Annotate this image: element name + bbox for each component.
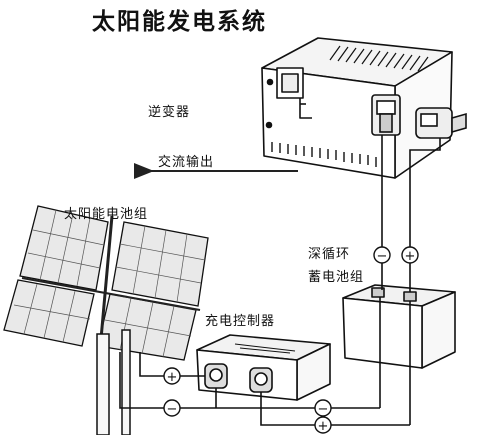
inverter-dc-terminals [371,94,467,139]
inverter-label: 逆变器 [148,105,191,120]
charge-controller [196,334,331,401]
solar-array-label: 太阳能电池组 [64,207,149,222]
charge-controller-label: 充电控制器 [205,314,276,329]
battery-label-line1: 深循环 [308,247,351,262]
panel-mounting-pole [96,329,131,435]
ac-output-label: 交流输出 [158,155,215,170]
battery-label-line2: 蓄电池组 [308,270,365,285]
diagram-title: 太阳能发电系统 [92,9,267,35]
wiring [119,135,441,426]
deep-cycle-battery [342,284,456,369]
solar-panel-array [3,205,209,361]
